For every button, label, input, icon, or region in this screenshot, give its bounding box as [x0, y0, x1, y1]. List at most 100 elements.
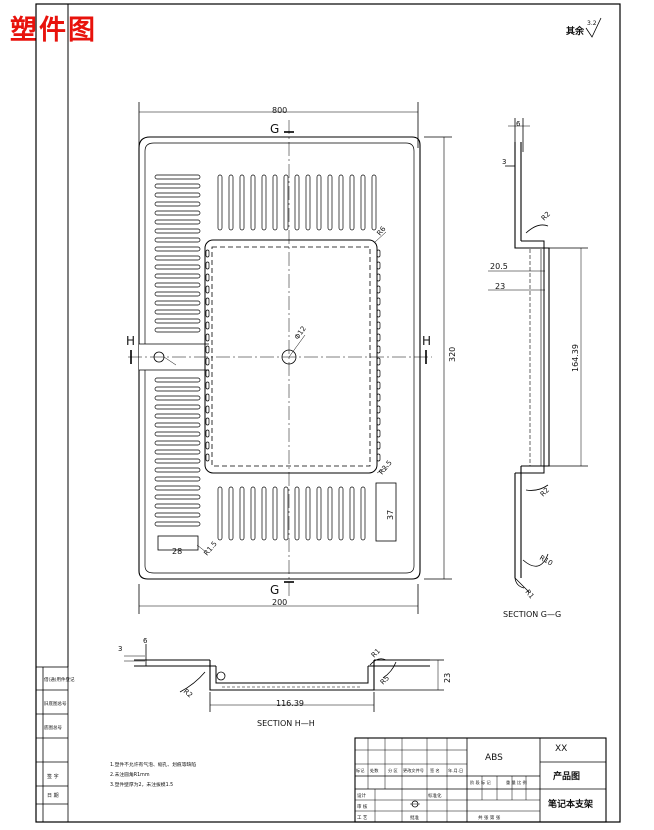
vent-slot: [338, 486, 344, 541]
vent-slot: [376, 273, 381, 282]
section-gg-caption: SECTION G—G: [503, 610, 561, 619]
dim-slot-radius: R1.5: [202, 540, 218, 557]
vent-slot: [154, 512, 201, 518]
title-row-craft: 工 艺: [357, 815, 368, 821]
side-label-old-drawing: 旧底图总号: [44, 700, 67, 707]
vent-slot: [376, 393, 381, 402]
dim-hh-r5: R5: [379, 674, 391, 686]
title-sheet-info: 共 张 第 张: [478, 814, 501, 821]
vent-slot: [205, 321, 210, 330]
vent-slot: [154, 264, 201, 270]
title-block-grid: [354, 737, 607, 823]
vent-slot: [376, 261, 381, 270]
vent-slot: [217, 486, 223, 541]
vent-slot: [205, 393, 210, 402]
title-row-approve: 批准: [410, 814, 419, 821]
title-col-count: 处数: [370, 767, 379, 774]
section-g-label-top: G: [270, 122, 279, 136]
vent-slot: [376, 381, 381, 390]
vent-slot: [250, 486, 256, 541]
vent-slot: [376, 429, 381, 438]
vent-slot: [205, 381, 210, 390]
title-product-label: 产品图: [553, 770, 580, 782]
vent-slot: [154, 431, 201, 437]
title-material: ABS: [485, 753, 503, 763]
vent-slot: [154, 386, 201, 392]
dim-gg-164-39: 164.39: [571, 344, 580, 372]
roughness-value: 3.2: [587, 20, 597, 27]
vent-slot: [228, 486, 234, 541]
vent-slot: [376, 357, 381, 366]
dim-gg-20-5: 20.5: [490, 262, 508, 271]
dim-hh-23: 23: [443, 673, 452, 683]
vent-slot: [205, 249, 210, 258]
vent-slot: [205, 405, 210, 414]
vent-slot: [154, 174, 201, 180]
vent-slot: [154, 201, 201, 207]
section-hh-caption: SECTION H—H: [257, 719, 315, 728]
title-row-review: 审 核: [357, 803, 368, 810]
vent-slot: [349, 486, 355, 541]
dim-hh-r1: R1: [370, 647, 382, 659]
vent-slot: [327, 486, 333, 541]
vent-slot: [154, 327, 201, 333]
vent-slot: [217, 174, 223, 231]
vent-slot: [154, 246, 201, 252]
tech-note-1: 1.塑件不允许有气泡、缩孔、划痕等缺陷: [110, 761, 196, 768]
vent-slot: [338, 174, 344, 231]
title-stage-label: 阶 段 标 记: [470, 779, 492, 786]
dim-corner-r: R6: [375, 225, 387, 238]
vent-slot: [154, 476, 201, 482]
tech-note-2: 2.未注圆角R1mm: [110, 771, 150, 778]
title-weight-scale: 重 量 比 例: [506, 779, 527, 786]
vent-slot: [154, 237, 201, 243]
vent-slot: [205, 417, 210, 426]
vent-slot: [154, 449, 201, 455]
vent-slot: [305, 486, 311, 541]
vent-slot: [250, 174, 256, 231]
vent-slot: [316, 174, 322, 231]
section-h-label-left: H: [126, 334, 135, 348]
dim-hh-3: 3: [118, 645, 122, 653]
side-register-table: [35, 666, 69, 823]
title-row-design: 设计: [357, 792, 366, 799]
vent-slot: [205, 429, 210, 438]
vent-slot: [376, 249, 381, 258]
vent-slot: [360, 486, 366, 541]
title-col-zone: 分 区: [388, 767, 398, 774]
top-view: [128, 102, 452, 614]
vent-slot: [154, 503, 201, 509]
vent-slot: [205, 273, 210, 282]
vent-slot: [376, 405, 381, 414]
vent-slot: [261, 174, 267, 231]
dim-gg-23: 23: [495, 282, 505, 291]
dim-gg-r10: R10: [538, 554, 554, 568]
side-label-date: 日 期: [47, 793, 59, 799]
vent-slot: [205, 285, 210, 294]
vent-slot: [154, 273, 201, 279]
vent-slot: [205, 345, 210, 354]
vent-slot: [205, 369, 210, 378]
vent-slot: [376, 333, 381, 342]
title-col-date: 年.月.日: [448, 767, 463, 774]
vent-slot: [239, 486, 245, 541]
vent-slot: [294, 174, 300, 231]
vent-slot: [327, 174, 333, 231]
vent-slot: [205, 357, 210, 366]
dim-top-width: 800: [272, 106, 287, 115]
vent-slot: [154, 395, 201, 401]
vent-slot: [305, 174, 311, 231]
dim-gg-6: 6: [516, 120, 521, 128]
side-label-register: 借(通)用件登记: [44, 676, 75, 683]
vent-slot: [239, 174, 245, 231]
drawing-heading: 塑件图: [10, 15, 97, 46]
vent-slot: [205, 453, 210, 462]
vent-slot: [154, 192, 201, 198]
dim-hh-6: 6: [143, 637, 148, 645]
dim-gg-r2-top: R2: [540, 210, 552, 222]
dim-height: 320: [448, 347, 457, 362]
vent-slot: [283, 486, 289, 541]
title-col-change-doc: 更改文件号: [403, 767, 424, 774]
side-label-sign: 签 字: [47, 773, 59, 780]
